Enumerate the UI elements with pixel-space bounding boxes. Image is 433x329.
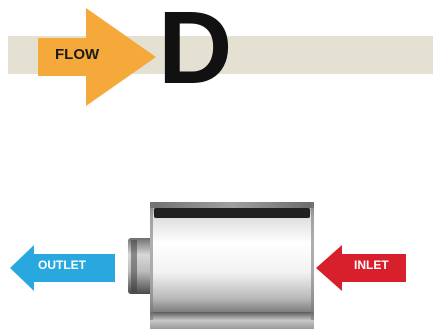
inlet-arrow-icon [316,245,421,291]
flow-arrow-icon [38,8,156,106]
valve-body-illustration [128,200,318,329]
outlet-label: OUTLET [38,258,86,272]
outlet-arrow-icon [10,245,115,291]
inlet-label: INLET [354,258,389,272]
flow-letter: D [158,0,233,105]
flow-label: FLOW [55,46,100,63]
